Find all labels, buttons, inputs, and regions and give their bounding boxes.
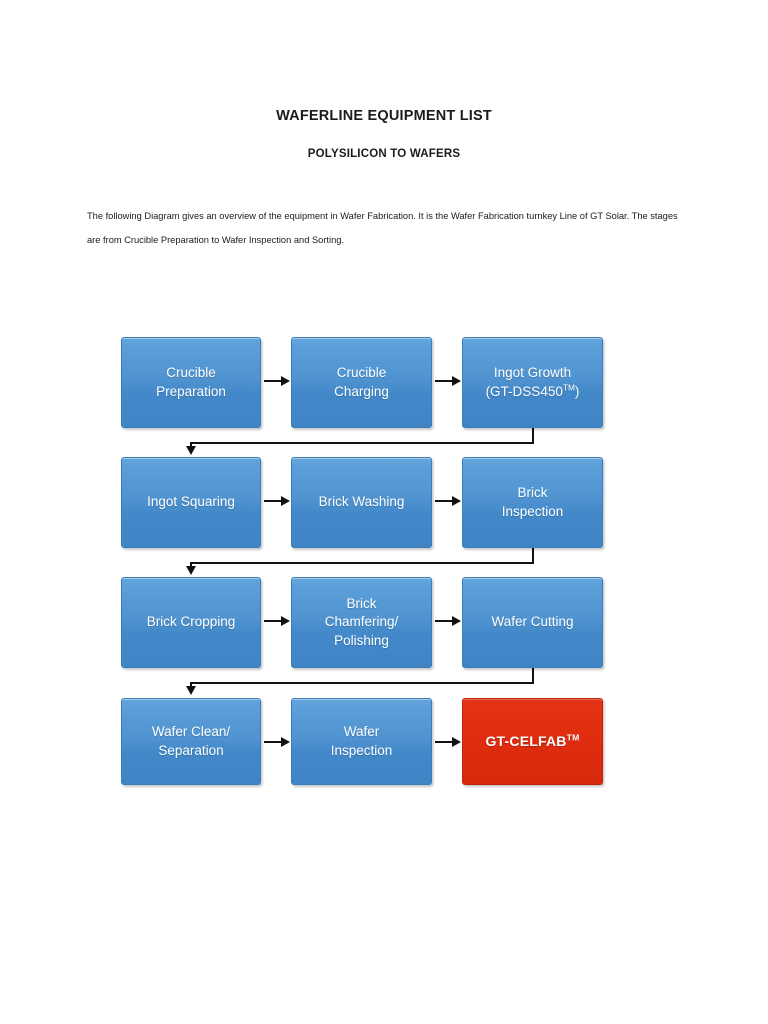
connector-arrowhead-r3c1-r3c2 (281, 616, 290, 626)
connector-arrowhead-r2-r3 (186, 566, 196, 575)
connector-arrowhead-r2c1-r2c2 (281, 496, 290, 506)
connector-arrowhead-r3c2-r3c3 (452, 616, 461, 626)
node-label-line2: Charging (334, 383, 389, 399)
connector-rise-r2-r3 (190, 562, 192, 568)
node-label-line2-tail: ) (574, 383, 580, 399)
node-label-line1: GT-CELFAB (485, 733, 567, 750)
connector-line-r1c1-r1c2 (264, 380, 283, 382)
connector-drop-r2-r3 (532, 548, 534, 563)
connector-arrowhead-r1-r2 (186, 446, 196, 455)
connector-arrowhead-r4c2-r4c3 (452, 737, 461, 747)
connector-span-r2-r3 (190, 562, 534, 564)
connector-arrowhead-r4c1-r4c2 (281, 737, 290, 747)
connector-line-r4c1-r4c2 (264, 741, 283, 743)
node-label-line1: Wafer (343, 724, 380, 739)
node-label-line1: Brick Cropping (146, 614, 236, 630)
flow-node-ingot-squaring[interactable]: Ingot Squaring (121, 457, 261, 548)
connector-rise-r3-r4 (190, 682, 192, 688)
node-label-line3: Polishing (334, 632, 389, 648)
connector-arrowhead-r2c2-r2c3 (452, 496, 461, 506)
node-label-line2: (GT-DSS450 (485, 383, 563, 399)
flow-node-brick-washing[interactable]: Brick Washing (291, 457, 432, 548)
trademark-symbol: TM (566, 732, 580, 743)
connector-line-r1c2-r1c3 (435, 380, 454, 382)
connector-span-r3-r4 (190, 682, 534, 684)
flow-node-brick-inspection[interactable]: Brick Inspection (462, 457, 603, 548)
node-label-line2: Preparation (156, 383, 226, 399)
trademark-symbol: TM (562, 382, 575, 392)
node-label-line1: Ingot Squaring (147, 494, 235, 510)
node-label-line1: Brick Washing (318, 494, 405, 510)
node-label-line2: Inspection (501, 503, 564, 519)
flow-node-gt-celfab[interactable]: GT-CELFABTM (462, 698, 603, 785)
connector-line-r4c2-r4c3 (435, 741, 454, 743)
node-label-line1: Ingot Growth (493, 365, 572, 380)
node-label-line1: Wafer Clean/ (151, 724, 231, 739)
connector-line-r2c1-r2c2 (264, 500, 283, 502)
connector-drop-r3-r4 (532, 668, 534, 683)
node-label-line1: Crucible (166, 365, 216, 380)
flow-node-wafer-clean-separation[interactable]: Wafer Clean/ Separation (121, 698, 261, 785)
node-label-line2: Separation (158, 742, 224, 758)
node-label-line1: Brick (346, 595, 377, 611)
node-label-line1: Wafer Cutting (491, 614, 574, 630)
flow-node-crucible-charging[interactable]: Crucible Charging (291, 337, 432, 428)
connector-span-r1-r2 (190, 442, 534, 444)
node-label-line1: Brick (517, 485, 548, 500)
flow-node-brick-cropping[interactable]: Brick Cropping (121, 577, 261, 668)
node-label-line1: Crucible (336, 365, 387, 380)
page-subtitle: POLYSILICON TO WAFERS (307, 148, 461, 160)
connector-drop-r1-r2 (532, 428, 534, 443)
node-label-line2: Inspection (330, 742, 393, 758)
connector-rise-r1-r2 (190, 442, 192, 448)
connector-arrowhead-r1c1-r1c2 (281, 376, 290, 386)
intro-paragraph: The following Diagram gives an overview … (87, 211, 678, 245)
connector-line-r3c1-r3c2 (264, 620, 283, 622)
connector-arrowhead-r3-r4 (186, 686, 196, 695)
page-title: WAFERLINE EQUIPMENT LIST (276, 108, 492, 124)
connector-line-r3c2-r3c3 (435, 620, 454, 622)
flow-node-wafer-inspection[interactable]: Wafer Inspection (291, 698, 432, 785)
connector-line-r2c2-r2c3 (435, 500, 454, 502)
connector-arrowhead-r1c2-r1c3 (452, 376, 461, 386)
flow-node-brick-chamfering-polishing[interactable]: Brick Chamfering/ Polishing (291, 577, 432, 668)
flow-node-wafer-cutting[interactable]: Wafer Cutting (462, 577, 603, 668)
flow-node-ingot-growth[interactable]: Ingot Growth (GT-DSS450TM) (462, 337, 603, 428)
node-label-line2: Chamfering/ (324, 614, 399, 630)
flow-node-crucible-preparation[interactable]: Crucible Preparation (121, 337, 261, 428)
